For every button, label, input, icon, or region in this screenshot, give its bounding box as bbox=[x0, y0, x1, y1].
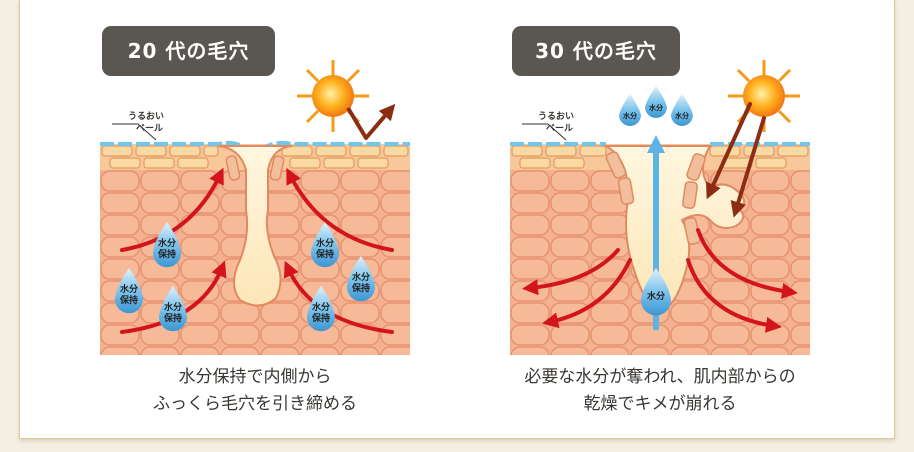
droplet-4-text-1: 水分 bbox=[316, 237, 334, 249]
droplet-4-text-2: 保持 bbox=[315, 248, 334, 260]
droplet-2-text-2: 保持 bbox=[119, 294, 138, 306]
arrow-red-4 bbox=[686, 258, 782, 333]
deep-droplet: 水分 bbox=[641, 268, 671, 316]
caption-30s-line2: 乾燥でキメが崩れる bbox=[583, 394, 737, 414]
droplet-1: 水分 保持 bbox=[153, 222, 181, 268]
droplet-6: 水分 保持 bbox=[307, 286, 335, 332]
caption-30s-line1: 必要な水分が奪われ、肌内部からの bbox=[524, 367, 796, 387]
droplet-5: 水分 保持 bbox=[347, 256, 375, 302]
escaping-droplet-2-text: 水分 bbox=[649, 103, 663, 112]
deep-droplet-text: 水分 bbox=[647, 290, 665, 302]
arrow-red-3 bbox=[286, 167, 394, 252]
droplet-6-text-2: 保持 bbox=[311, 312, 330, 324]
droplet-5-text-2: 保持 bbox=[351, 282, 370, 294]
arrow-uv-1 bbox=[706, 102, 752, 200]
droplet-3: 水分 保持 bbox=[159, 286, 187, 332]
droplet-6-text-1: 水分 bbox=[312, 301, 330, 313]
skin-diagram-20s: 水分 保持 水分 保持 水分 保持 水分 保持 水分 保持 水分 保持 bbox=[100, 60, 410, 355]
droplet-3-text-1: 水分 bbox=[164, 301, 182, 313]
label-20s: 20 代の毛穴 bbox=[102, 26, 275, 76]
veil-label-30s-1: うるおい bbox=[538, 112, 575, 122]
escaping-droplet-1-text: 水分 bbox=[623, 111, 637, 120]
caption-20s-line2: ふっくら毛穴を引き締める bbox=[153, 394, 357, 414]
arrow-uv-2 bbox=[730, 116, 766, 218]
droplet-5-text-1: 水分 bbox=[352, 271, 370, 283]
droplet-3-text-2: 保持 bbox=[163, 312, 182, 324]
escaping-droplet-2: 水分 bbox=[645, 86, 667, 118]
droplet-2-text-1: 水分 bbox=[120, 283, 138, 295]
veil-label-20s-1: うるおい bbox=[128, 112, 165, 122]
pore-30s bbox=[602, 145, 746, 312]
arrow-red-2 bbox=[542, 258, 632, 329]
label-30s: 30 代の毛穴 bbox=[512, 26, 680, 76]
veil-label-20s-2: ベール bbox=[136, 124, 164, 134]
panel-30s: 30 代の毛穴 bbox=[510, 0, 810, 452]
skin-diagram-30s: 水分 水分 水分 水分 bbox=[510, 60, 810, 355]
escaping-droplet-3-text: 水分 bbox=[675, 111, 689, 120]
arrow-uv-deflected bbox=[346, 103, 396, 140]
arrow-red-2 bbox=[120, 260, 227, 334]
arrow-red-1 bbox=[522, 248, 620, 296]
panel-20s: 20 代の毛穴 bbox=[100, 0, 410, 452]
droplet-1-text-2: 保持 bbox=[157, 248, 176, 260]
droplet-1-text-1: 水分 bbox=[158, 237, 176, 249]
caption-20s-line1: 水分保持で内側から bbox=[178, 367, 332, 387]
veil-label-30s-2: ベール bbox=[546, 124, 574, 134]
arrow-red-1 bbox=[120, 167, 224, 252]
droplet-2: 水分 保持 bbox=[115, 268, 143, 314]
pore-20s bbox=[217, 145, 293, 307]
arrow-red-3 bbox=[696, 228, 798, 299]
escaping-droplet-3: 水分 bbox=[671, 94, 693, 126]
droplet-4: 水分 保持 bbox=[311, 222, 339, 268]
escaping-droplet-1: 水分 bbox=[619, 94, 641, 126]
